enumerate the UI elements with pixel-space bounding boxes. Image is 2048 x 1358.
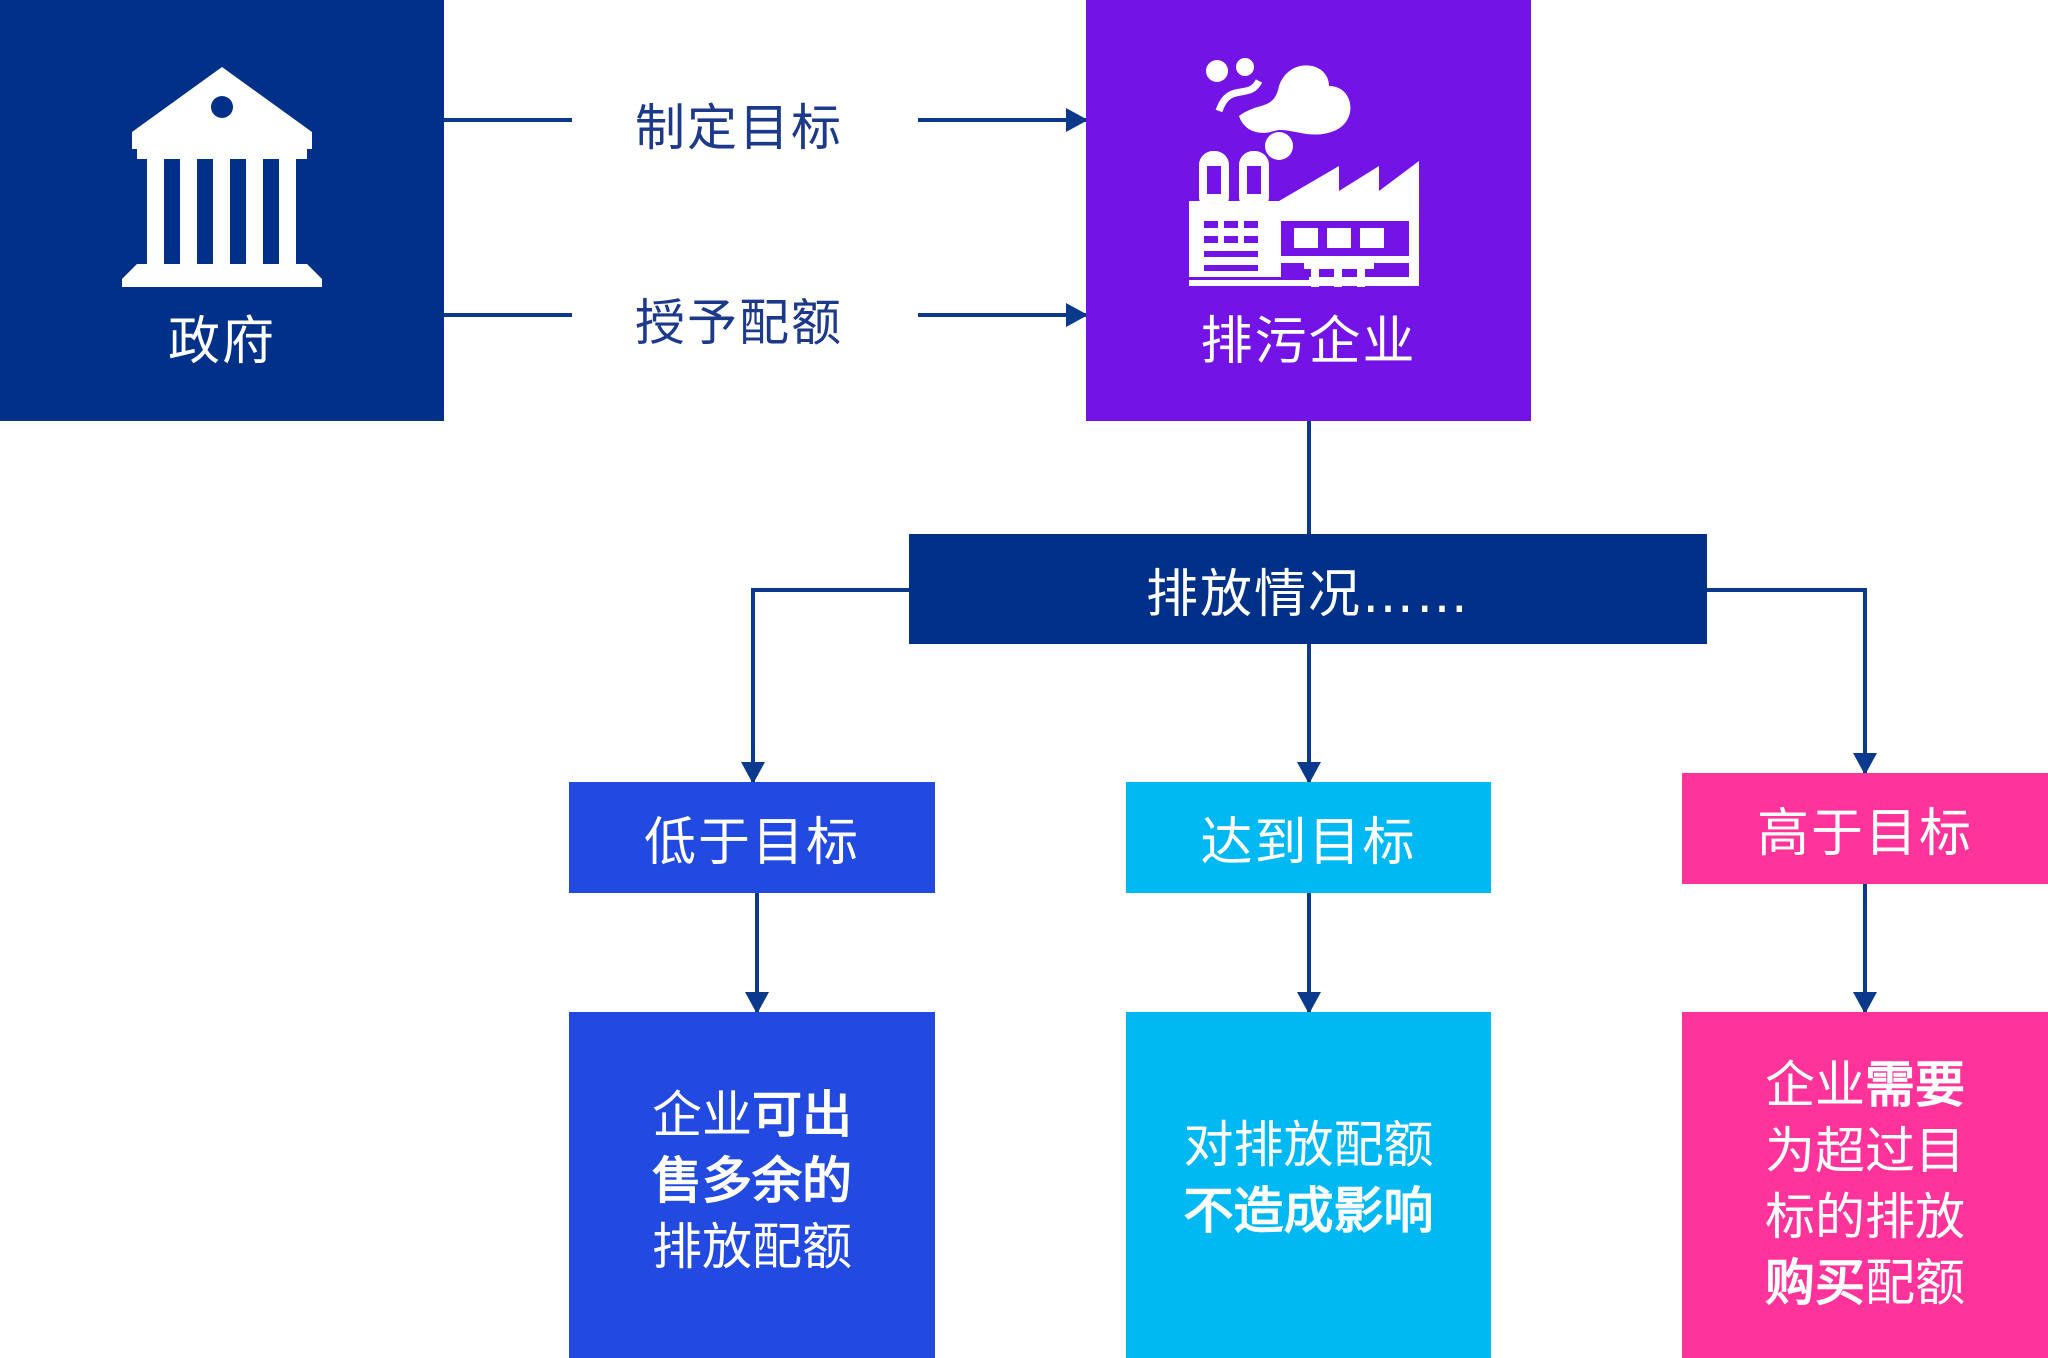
- outcome-above-line4-a: 购买: [1765, 1254, 1865, 1312]
- outcome-meet-line2: 不造成影响: [1183, 1182, 1434, 1240]
- outcome-above-line1-b: 需要: [1865, 1056, 1965, 1114]
- emission-status-label: 排放情况……: [1145, 564, 1470, 625]
- outcome-below-text: 企业可出 售多余的 排放配额: [652, 1082, 852, 1280]
- outcome-above-line4-b: 配额: [1865, 1254, 1965, 1312]
- government-node[interactable]: 政府: [0, 0, 444, 421]
- outcome-above-line1: 企业需要: [1765, 1052, 1965, 1118]
- outcome-meet-line1: 对排放配额: [1183, 1116, 1434, 1174]
- tier-meet-target[interactable]: 达到目标: [1126, 782, 1491, 893]
- tier-above-target[interactable]: 高于目标: [1682, 773, 2048, 884]
- outcome-below[interactable]: 企业可出 售多余的 排放配额: [569, 1012, 935, 1358]
- tier-above-label: 高于目标: [1756, 804, 1973, 864]
- outcome-above-line1-a: 企业: [1765, 1056, 1865, 1114]
- outcome-meet-text: 对排放配额 不造成影响: [1184, 1112, 1434, 1244]
- tier-meet-label: 达到目标: [1200, 813, 1417, 873]
- government-building-icon: [122, 67, 322, 287]
- emission-status-node[interactable]: 排放情况……: [909, 534, 1707, 644]
- outcome-below-line1-b: 可出: [752, 1086, 852, 1144]
- outcome-above-text: 企业需要 为超过目 标的排放 购买配额: [1765, 1052, 1965, 1316]
- outcome-above-line3: 标的排放: [1765, 1188, 1965, 1246]
- outcome-below-line3: 排放配额: [652, 1218, 852, 1276]
- enterprise-node[interactable]: 排污企业: [1086, 0, 1531, 421]
- edge-label-grant-quota: 授予配额: [635, 294, 843, 352]
- outcome-above-line4: 购买配额: [1765, 1250, 1965, 1316]
- outcome-below-line2: 售多余的: [652, 1152, 852, 1210]
- outcome-below-line1-a: 企业: [652, 1086, 752, 1144]
- status-to-above-arrow: [1707, 588, 1877, 775]
- tier-below-label: 低于目标: [643, 813, 860, 873]
- outcome-above-line2: 为超过目: [1765, 1122, 1965, 1180]
- outcome-below-line1: 企业可出: [652, 1082, 852, 1148]
- enterprise-label: 排污企业: [1200, 312, 1417, 372]
- tier-below-target[interactable]: 低于目标: [569, 782, 935, 893]
- edge-label-set-target: 制定目标: [635, 99, 843, 157]
- status-to-below-arrow: [741, 588, 909, 784]
- outcome-above[interactable]: 企业需要 为超过目 标的排放 购买配额: [1682, 1012, 2048, 1358]
- factory-icon: [1188, 58, 1419, 287]
- government-label: 政府: [167, 312, 276, 372]
- outcome-meet[interactable]: 对排放配额 不造成影响: [1126, 1012, 1491, 1358]
